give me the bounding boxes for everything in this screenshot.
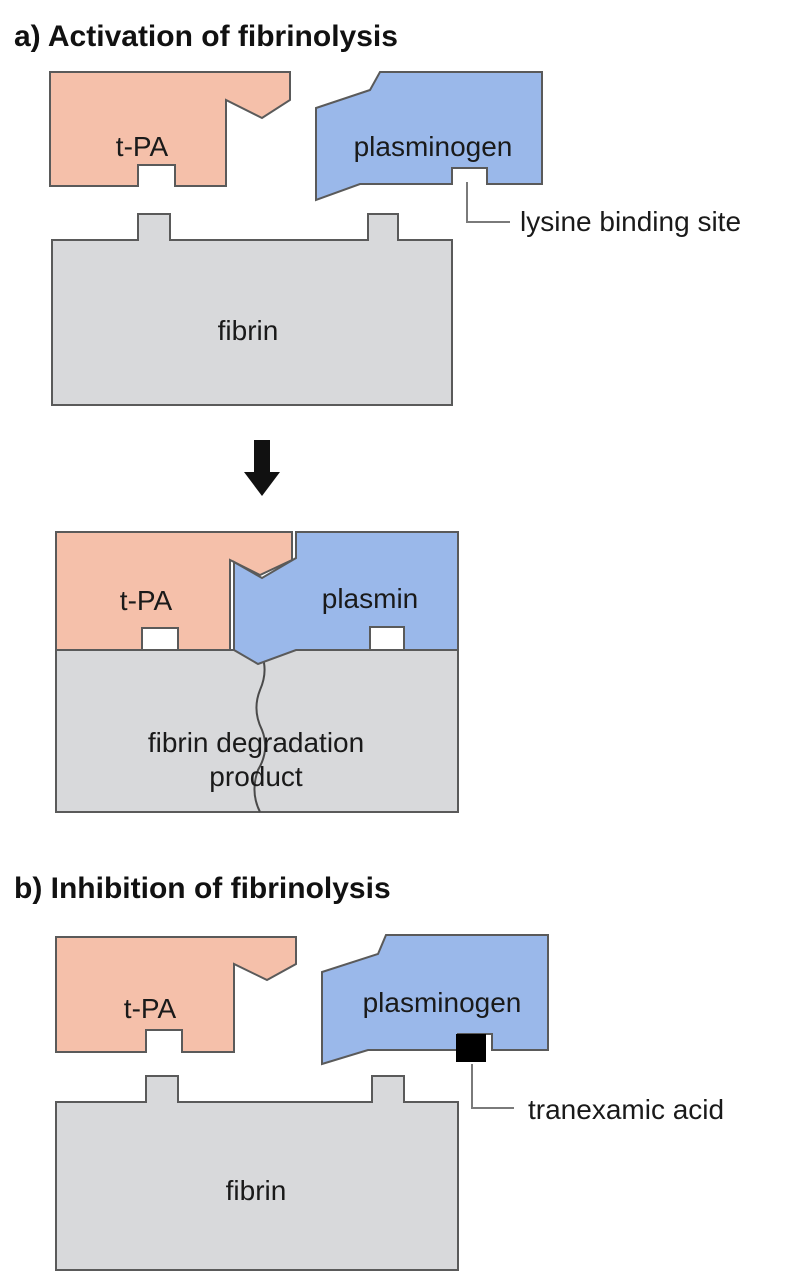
plasminogen-block-a: plasminogen bbox=[315, 71, 543, 202]
tpa-block-b: t-PA bbox=[55, 936, 297, 1053]
fibrin-block-a: fibrin bbox=[51, 213, 453, 406]
section-a-title: a) Activation of fibrinolysis bbox=[14, 20, 398, 53]
product-label-line1: fibrin degradation bbox=[148, 727, 364, 758]
fibrin-crack bbox=[253, 654, 267, 813]
fibrin-label-b: fibrin bbox=[226, 1175, 287, 1206]
lysine-binding-site-label: lysine binding site bbox=[520, 206, 741, 237]
plasminogen-label-b: plasminogen bbox=[363, 987, 522, 1018]
tranexamic-acid-callout: tranexamic acid bbox=[471, 1064, 724, 1125]
tpa-label-bound: t-PA bbox=[120, 585, 173, 616]
plasmin-label: plasmin bbox=[322, 583, 418, 614]
fibrin-degradation-product-block: fibrin degradation product bbox=[55, 649, 459, 813]
product-label-line2: product bbox=[209, 761, 303, 792]
fibrin-block-b: fibrin bbox=[55, 1075, 459, 1271]
tranexamic-acid-label: tranexamic acid bbox=[528, 1094, 724, 1125]
tranexamic-acid-marker bbox=[456, 1034, 486, 1062]
section-b-title: b) Inhibition of fibrinolysis bbox=[14, 872, 391, 905]
tpa-block-a: t-PA bbox=[49, 71, 291, 187]
tpa-label-b: t-PA bbox=[124, 993, 177, 1024]
plasminogen-label-a: plasminogen bbox=[354, 131, 513, 162]
plasminogen-block-b: plasminogen bbox=[321, 934, 549, 1066]
fibrin-label-a: fibrin bbox=[218, 315, 279, 346]
lysine-binding-site-callout: lysine binding site bbox=[466, 182, 741, 237]
plasmin-block: plasmin bbox=[233, 531, 459, 666]
tpa-label-a: t-PA bbox=[116, 131, 169, 162]
down-arrow bbox=[244, 440, 280, 496]
